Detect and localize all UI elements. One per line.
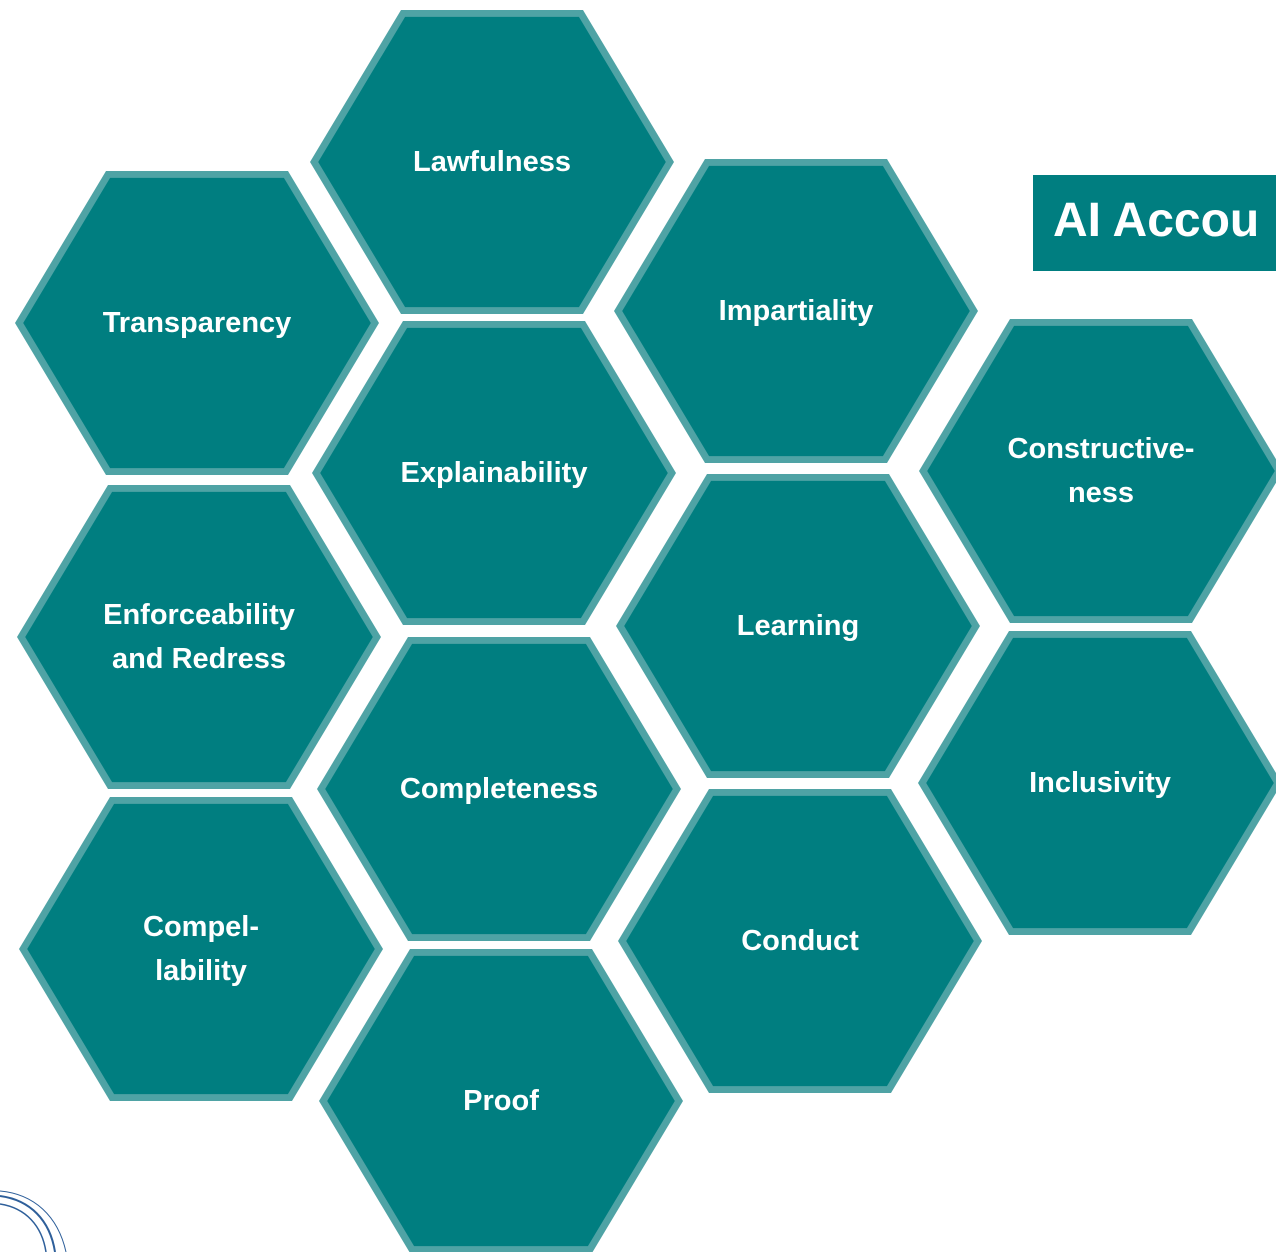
hexagon-label-transparency: Transparency: [103, 307, 292, 339]
hexagon-conduct: Conduct: [618, 789, 982, 1093]
hexagon-label-enforceability: and Redress: [112, 643, 286, 675]
hexagon-label-learning: Learning: [737, 610, 859, 642]
corner-arc-decoration: [0, 1190, 67, 1252]
hexagon-fill: [320, 327, 668, 619]
hexagon-fill: [327, 955, 675, 1247]
hexagon-fill: [927, 325, 1275, 617]
hexagon-label-impartiality: Impartiality: [719, 295, 874, 327]
hexagon-completeness: Completeness: [317, 637, 681, 941]
hexagon-compellability: Compel-lability: [19, 797, 383, 1101]
hexagon-label-enforceability: Enforceability: [103, 599, 295, 631]
title-text: AI Accou: [1053, 194, 1260, 247]
hexagon-explainability: Explainability: [312, 321, 676, 625]
hexagon-constructiveness: Constructive-ness: [919, 319, 1276, 623]
hexagon-fill: [27, 803, 375, 1095]
hexagon-lawfulness: Lawfulness: [310, 10, 674, 314]
hexagon-learning: Learning: [616, 474, 980, 778]
hexagon-fill: [626, 795, 974, 1087]
hexagon-label-lawfulness: Lawfulness: [413, 146, 571, 178]
hexagon-label-compellability: Compel-: [143, 911, 259, 943]
hexagon-impartiality: Impartiality: [614, 159, 978, 463]
hexagon-fill: [325, 643, 673, 935]
hexagon-transparency: Transparency: [15, 171, 379, 475]
hexagon-fill: [622, 165, 970, 457]
hexagon-inclusivity: Inclusivity: [918, 631, 1276, 935]
hexagon-label-proof: Proof: [463, 1085, 539, 1117]
hexagon-proof: Proof: [319, 949, 683, 1252]
hexagon-label-constructiveness: Constructive-: [1008, 433, 1195, 465]
hexagon-label-inclusivity: Inclusivity: [1029, 767, 1171, 799]
hexagon-fill: [624, 480, 972, 772]
hexagon-label-explainability: Explainability: [401, 457, 588, 489]
hexagon-label-constructiveness: ness: [1068, 477, 1134, 509]
title-banner: AI Accou: [1033, 175, 1276, 271]
hexagon-fill: [926, 637, 1274, 929]
hexagon-label-conduct: Conduct: [741, 925, 859, 957]
hexagon-enforceability: Enforceability and Redress: [17, 485, 381, 789]
hexagon-fill: [23, 177, 371, 469]
hexagon-fill: [25, 491, 373, 783]
hexagon-label-completeness: Completeness: [400, 773, 598, 805]
hexagon-label-compellability: lability: [155, 955, 247, 987]
hexagon-fill: [318, 16, 666, 308]
